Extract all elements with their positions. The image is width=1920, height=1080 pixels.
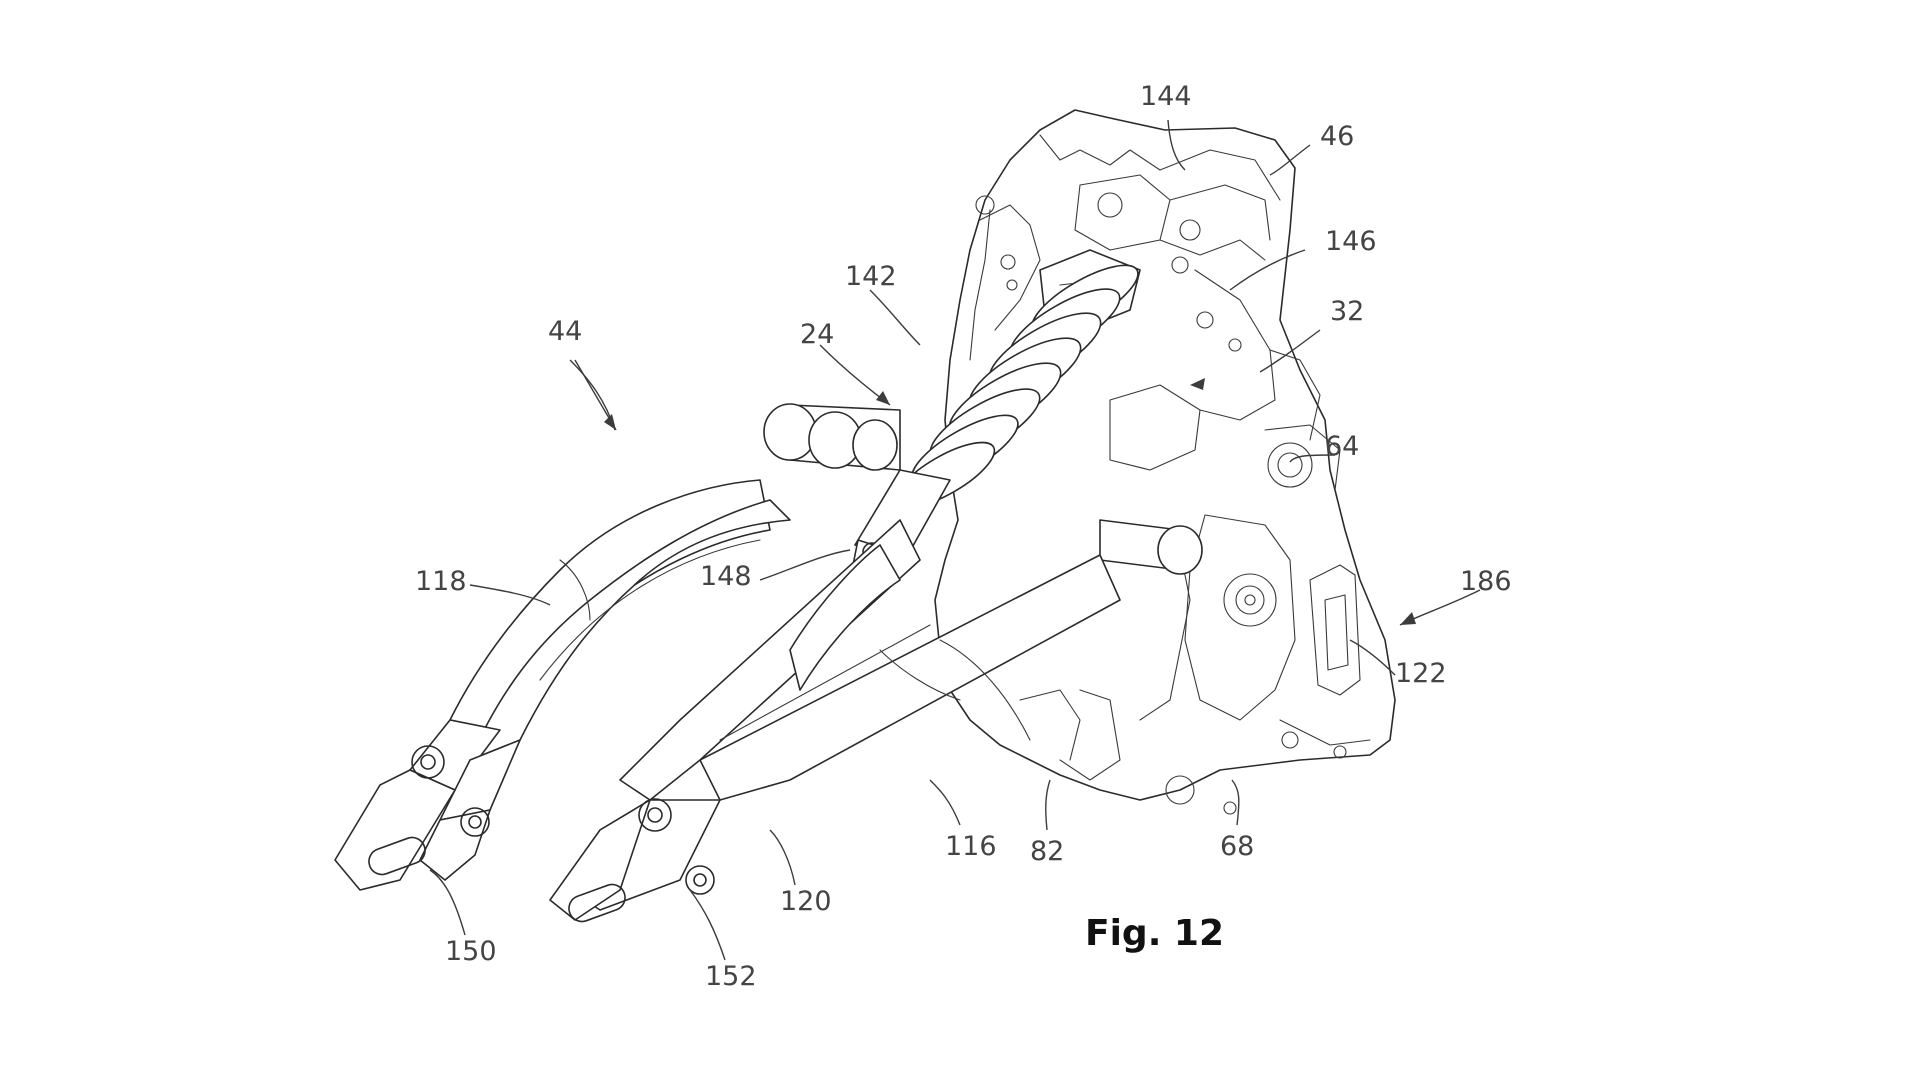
ref-144: 144 <box>1140 81 1192 112</box>
ref-68: 68 <box>1220 831 1254 862</box>
engine-housing <box>935 110 1395 814</box>
ref-44: 44 <box>548 316 582 347</box>
ref-46: 46 <box>1320 121 1354 152</box>
ref-148: 148 <box>700 561 752 592</box>
ref-142: 142 <box>845 261 897 292</box>
ref-122: 122 <box>1395 658 1447 689</box>
ref-146: 146 <box>1325 226 1377 257</box>
ref-82: 82 <box>1030 836 1064 867</box>
ref-64: 64 <box>1325 431 1359 462</box>
ref-150: 150 <box>445 936 497 967</box>
ref-32: 32 <box>1330 296 1364 327</box>
ref-120: 120 <box>780 886 832 917</box>
ref-152: 152 <box>705 961 757 992</box>
ref-24: 24 <box>800 319 834 350</box>
figure-caption: Fig. 12 <box>1085 913 1224 954</box>
ref-186: 186 <box>1460 566 1512 597</box>
ref-118: 118 <box>415 566 467 597</box>
ref-116: 116 <box>945 831 997 862</box>
